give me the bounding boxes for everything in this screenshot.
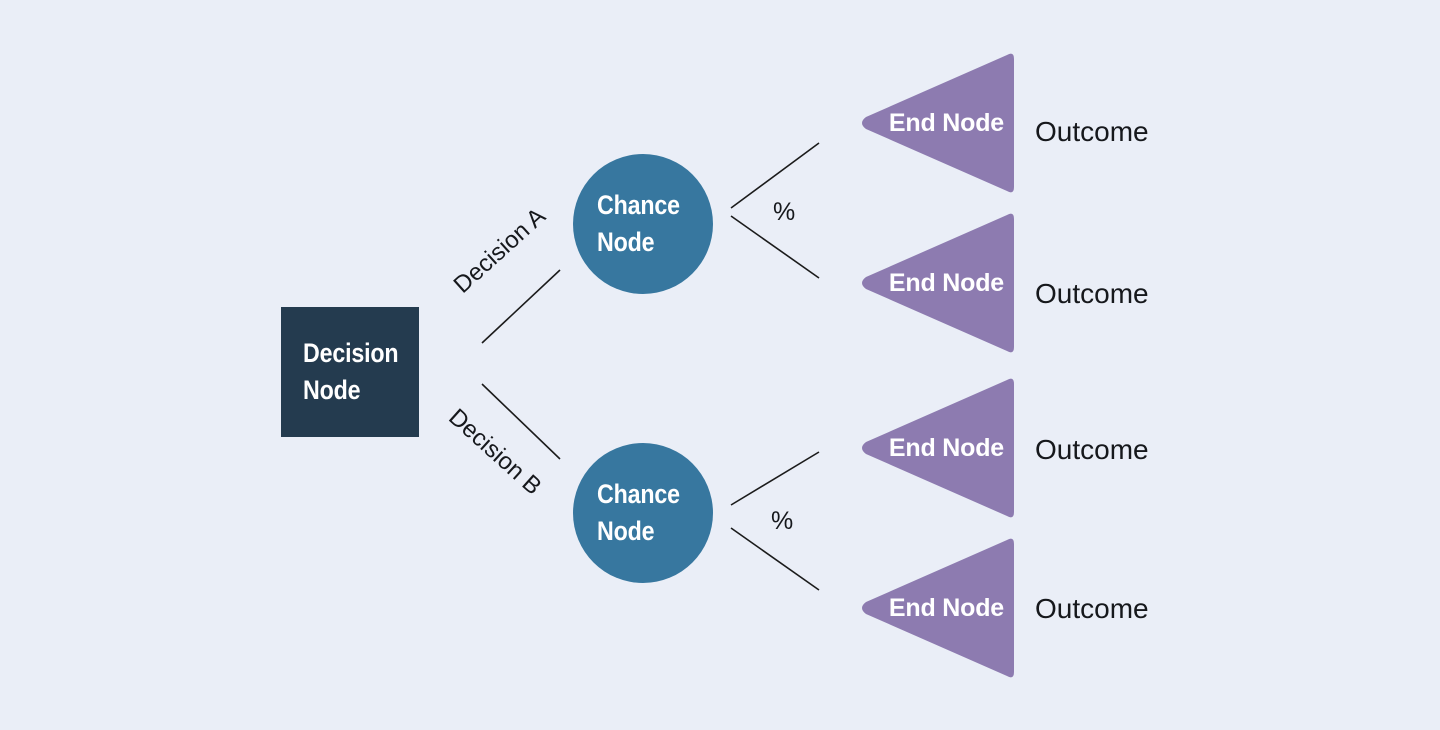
triangle-left-icon (862, 538, 1014, 678)
triangle-left-icon (862, 378, 1014, 518)
end-node-3[interactable]: End Node (858, 376, 1014, 520)
probability-label-1: % (773, 198, 796, 226)
chance-node-2-label: Chance Node (597, 478, 680, 546)
connector-chance-1-to-end-2 (730, 215, 820, 279)
decision-node-label: Decision Node (303, 337, 399, 405)
outcome-label-2: Outcome (1035, 278, 1149, 309)
outcome-label-1: Outcome (1035, 116, 1149, 147)
end-node-1[interactable]: End Node (858, 51, 1014, 195)
end-node-3-label: End Node (888, 433, 1004, 462)
end-node-4[interactable]: End Node (858, 536, 1014, 680)
connector-chance-2-to-end-4 (730, 527, 820, 591)
end-node-2-label: End Node (888, 268, 1004, 297)
end-node-1-label: End Node (888, 108, 1004, 137)
end-node-4-label: End Node (888, 593, 1004, 622)
outcome-label-4: Outcome (1035, 593, 1149, 624)
connector-decision-to-chance-1 (481, 269, 561, 344)
chance-node-1[interactable]: Chance Node (573, 154, 713, 294)
end-node-2[interactable]: End Node (858, 211, 1014, 355)
connector-chance-1-to-end-1 (730, 142, 820, 209)
connector-chance-2-to-end-3 (730, 451, 820, 506)
chance-node-1-label: Chance Node (597, 189, 680, 257)
decision-node[interactable]: Decision Node (281, 307, 419, 437)
triangle-left-icon (862, 213, 1014, 353)
chance-node-2[interactable]: Chance Node (573, 443, 713, 583)
outcome-label-3: Outcome (1035, 434, 1149, 465)
connector-decision-to-chance-2 (481, 383, 561, 460)
triangle-left-icon (862, 53, 1014, 193)
probability-label-2: % (771, 507, 794, 535)
